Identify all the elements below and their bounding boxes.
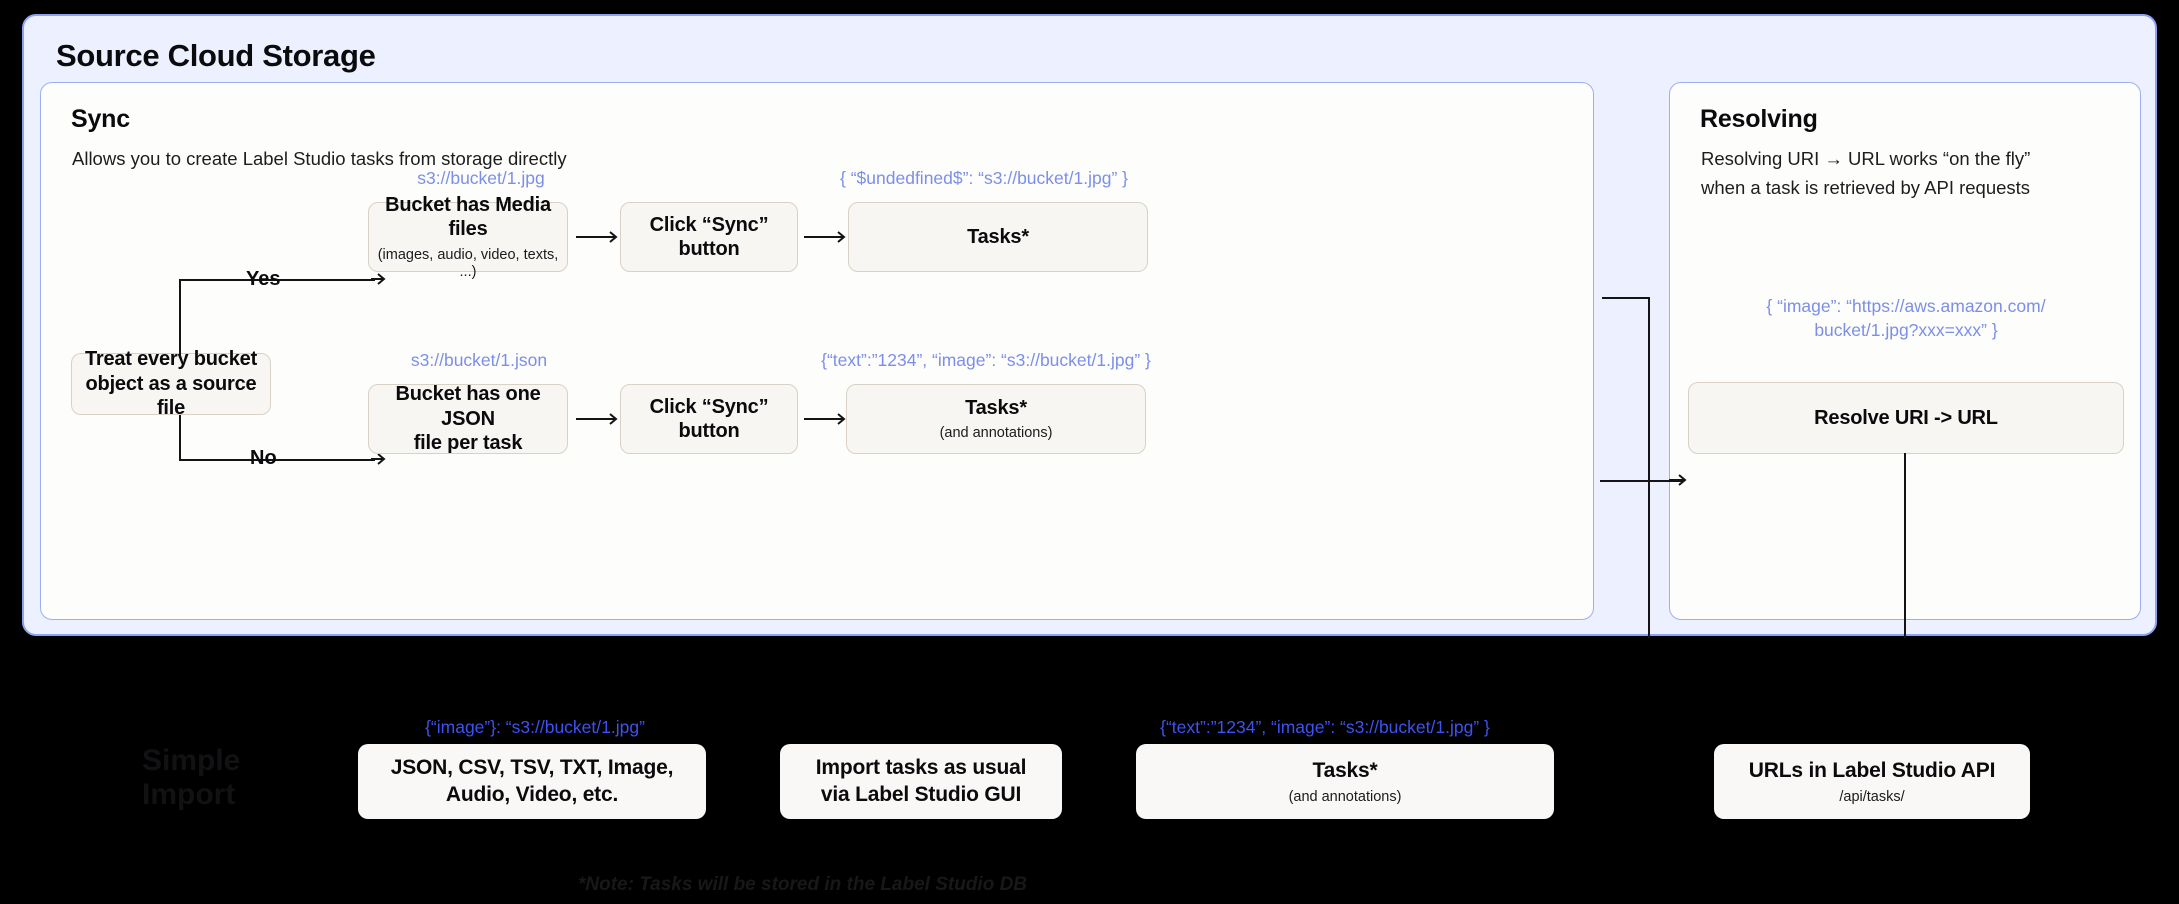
resolve-node-label: Resolve URI -> URL <box>1814 406 1998 429</box>
page-title: Source Cloud Storage <box>56 38 376 73</box>
bottom-item-4-sub: /api/tasks/ <box>1839 789 1905 806</box>
row2-result-annotation: {“text”:”1234”, “image”: “s3://bucket/1.… <box>821 350 1151 370</box>
sync-card: Sync Allows you to create Label Studio t… <box>40 82 1594 620</box>
row2-result-main: Tasks* <box>965 396 1027 419</box>
row1-node-tasks[interactable]: Tasks* <box>848 202 1148 272</box>
yes-branch-arrowhead <box>371 273 386 285</box>
row1-node2-main: Click “Sync” button <box>649 213 769 260</box>
yes-branch-vertical-line <box>179 279 181 355</box>
row1-source-annotation: s3://bucket/1.jpg <box>417 168 545 188</box>
row1-node-click-sync-button[interactable]: Click “Sync” button <box>620 202 798 272</box>
resolving-card-title: Resolving <box>1700 105 1818 133</box>
row2-node-click-sync-button[interactable]: Click “Sync” button <box>620 384 798 454</box>
footer-note: *Note: Tasks will be stored in the Label… <box>578 874 1028 895</box>
row2-node2-main: Click “Sync” button <box>649 395 769 442</box>
source-cloud-storage-panel: Source Cloud Storage Sync Allows you to … <box>22 14 2157 638</box>
row1-tasks-exit-vertical <box>1648 297 1650 638</box>
bottom-item-3-sub: (and annotations) <box>1288 789 1402 806</box>
sync-card-subtitle: Allows you to create Label Studio tasks … <box>72 148 567 169</box>
simple-import-ghost-label: Simple Import <box>142 744 241 811</box>
bottom-item-3-main: Tasks* <box>1312 758 1378 782</box>
bottom-node-import-tasks-gui[interactable]: Import tasks as usual via Label Studio G… <box>780 744 1062 819</box>
resolving-url-annotation: { “image”: “https://aws.amazon.com/ buck… <box>1766 296 2046 340</box>
row1-arrow-1 <box>576 231 618 243</box>
row1-result-main: Tasks* <box>967 225 1029 248</box>
bottom-node-urls-in-label-studio-api[interactable]: URLs in Label Studio API /api/tasks/ <box>1714 744 2030 819</box>
row2-node-tasks-and-annotations[interactable]: Tasks* (and annotations) <box>846 384 1146 454</box>
bottom-item-1-main: JSON, CSV, TSV, TXT, Image, Audio, Video… <box>390 756 674 806</box>
bottom-item-2-main: Import tasks as usual via Label Studio G… <box>815 756 1027 806</box>
row1-result-annotation: { “$undedfined$”: “s3://bucket/1.jpg” } <box>840 168 1128 188</box>
edge-label-no: No <box>250 447 277 469</box>
bottom-node-tasks-and-annotations[interactable]: Tasks* (and annotations) <box>1136 744 1554 819</box>
decision-node-label: Treat every bucket object as a source fi… <box>84 348 258 420</box>
row2-result-sub: (and annotations) <box>939 425 1053 441</box>
row1-node1-main: Bucket has Media files <box>385 193 551 241</box>
row2-tasks-to-resolve-line <box>1600 480 1684 482</box>
no-branch-arrowhead <box>371 453 386 465</box>
row2-node1-main: Bucket has one JSON file per task <box>395 383 541 455</box>
row1-node-bucket-has-media-files[interactable]: Bucket has Media files (images, audio, v… <box>368 194 568 280</box>
row2-arrow-1 <box>576 413 618 425</box>
decision-node-treat-every-bucket-object[interactable]: Treat every bucket object as a source fi… <box>71 348 271 419</box>
bottom-item-1-annotation: {“image”}: “s3://bucket/1.jpg” <box>425 717 645 737</box>
bottom-item-4-main: URLs in Label Studio API <box>1748 758 1996 782</box>
no-branch-horizontal-line <box>179 459 375 461</box>
edge-label-yes: Yes <box>246 268 281 290</box>
row1-tasks-exit-horizontal <box>1602 297 1650 299</box>
row1-arrow-2 <box>804 231 846 243</box>
row2-tasks-to-resolve-arrowhead <box>1669 474 1687 486</box>
bottom-item-3-annotation: {“text”:”1234”, “image”: “s3://bucket/1.… <box>1160 717 1490 737</box>
resolve-uri-to-url-node[interactable]: Resolve URI -> URL <box>1688 382 2124 454</box>
row2-arrow-2 <box>804 413 846 425</box>
row2-node-bucket-has-one-json-file-per-task[interactable]: Bucket has one JSON file per task <box>368 383 568 455</box>
resolving-card-subtitle: Resolving URI → URL works “on the fly” w… <box>1701 148 2031 198</box>
resolve-node-exit-vertical <box>1904 453 1906 638</box>
row1-node1-sub: (images, audio, video, texts, ...) <box>377 246 559 280</box>
no-branch-vertical-line <box>179 415 181 461</box>
row2-source-annotation: s3://bucket/1.json <box>410 350 548 370</box>
yes-branch-horizontal-line <box>179 279 375 281</box>
sync-card-title: Sync <box>71 105 130 133</box>
bottom-node-file-formats[interactable]: JSON, CSV, TSV, TXT, Image, Audio, Video… <box>358 744 706 819</box>
